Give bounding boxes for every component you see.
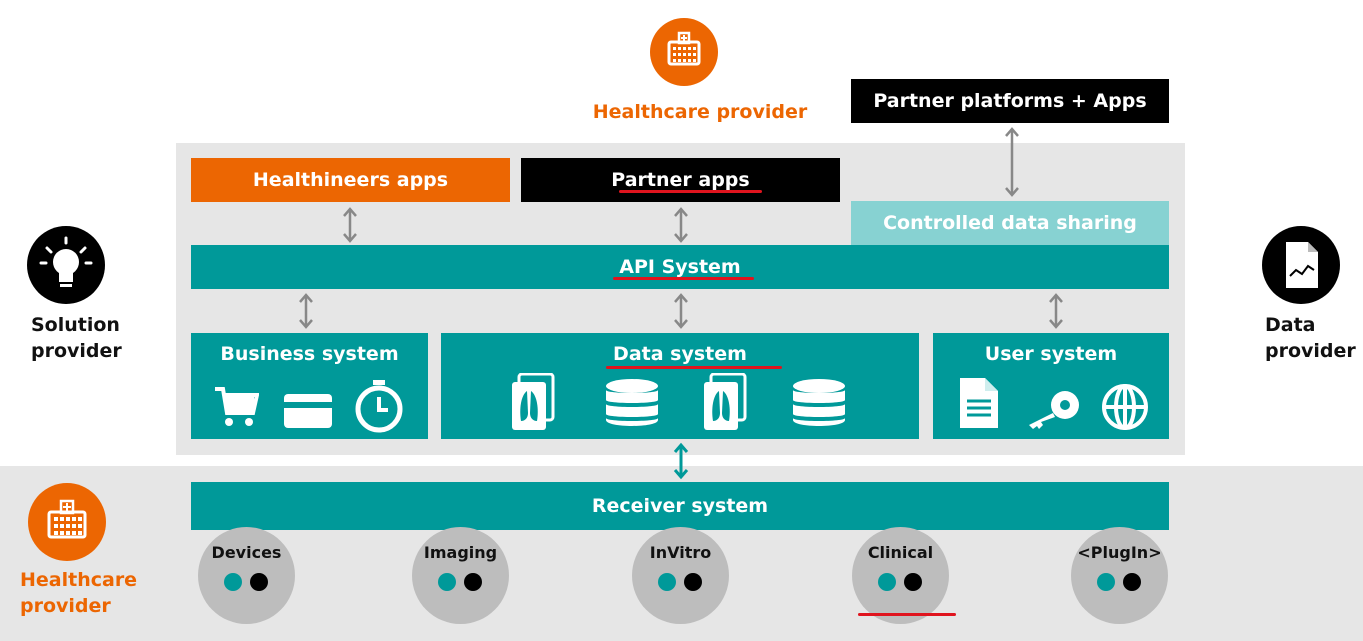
black-dot (904, 573, 922, 591)
arrow-api-business (296, 292, 316, 330)
arrow-api-data (671, 292, 691, 330)
database-icon (793, 379, 845, 426)
controlled-data-sharing-box: Controlled data sharing (851, 201, 1169, 245)
data-provider-label: Data provider (1255, 312, 1363, 364)
receiver-system-box: Receiver system (191, 482, 1169, 530)
connector-plugin: <PlugIn> (1071, 527, 1168, 624)
bottom-healthcare-line1: Healthcare (20, 569, 138, 591)
api-system-box: API System (191, 245, 1169, 289)
top-healthcare-provider-label: Healthcare provider (592, 101, 808, 123)
connector-label: <PlugIn> (1077, 543, 1162, 562)
user-system-label: User system (984, 343, 1118, 365)
solution-provider-line1: Solution (31, 314, 120, 336)
connector-label: Imaging (423, 543, 498, 562)
black-dot (684, 573, 702, 591)
teal-dot (1097, 573, 1115, 591)
globe-icon (1102, 384, 1148, 430)
data-system-box: Data system (441, 333, 919, 439)
bottom-healthcare-provider-label: Healthcare provider (0, 567, 150, 619)
hospital-icon (28, 483, 106, 561)
connector-devices: Devices (198, 527, 295, 624)
teal-dot (878, 573, 896, 591)
arrow-data-receiver (671, 442, 691, 480)
black-dot (464, 573, 482, 591)
stopwatch-icon (355, 380, 403, 433)
user-system-box: User system (933, 333, 1169, 439)
database-icon (606, 379, 658, 426)
api-system-highlight (613, 277, 754, 280)
data-system-highlight (606, 366, 782, 369)
data-provider-line2: provider (1265, 340, 1356, 362)
connector-imaging: Imaging (412, 527, 509, 624)
hospital-icon (650, 18, 718, 86)
partner-apps-box: Partner apps (521, 158, 840, 202)
teal-dot (224, 573, 242, 591)
lightbulb-icon (27, 226, 105, 304)
solution-provider-label: Solution provider (12, 312, 132, 364)
connector-label: Clinical (867, 543, 934, 562)
business-system-box: Business system (191, 333, 428, 439)
arrow-api-user (1046, 292, 1066, 330)
connector-clinical: Clinical (852, 527, 949, 624)
connector-label: Devices (211, 543, 282, 562)
teal-dot (438, 573, 456, 591)
solution-provider-line2: provider (31, 340, 122, 362)
business-system-label: Business system (220, 343, 399, 365)
arrow-partner-api (671, 206, 691, 244)
connector-invitro: InVitro (632, 527, 729, 624)
healthineers-apps-box: Healthineers apps (191, 158, 510, 202)
partner-platforms-box: Partner platforms + Apps (851, 79, 1169, 123)
partner-apps-highlight (619, 190, 762, 193)
arrow-partner-platforms (1002, 126, 1022, 198)
lungs-scan-icon (512, 373, 555, 430)
bottom-healthcare-line2: provider (20, 595, 111, 617)
credit-card-icon (284, 394, 332, 428)
data-provider-line1: Data (1265, 314, 1316, 336)
connector-label: InVitro (649, 543, 712, 562)
shopping-cart-icon (215, 387, 259, 426)
black-dot (250, 573, 268, 591)
document-chart-icon (1262, 226, 1340, 304)
teal-dot (658, 573, 676, 591)
document-icon (960, 378, 998, 428)
key-icon (1029, 391, 1079, 429)
arrow-healthineers-api (340, 206, 360, 244)
data-system-label: Data system (613, 343, 747, 365)
lungs-scan-icon (704, 373, 747, 430)
black-dot (1123, 573, 1141, 591)
clinical-highlight (858, 613, 956, 616)
